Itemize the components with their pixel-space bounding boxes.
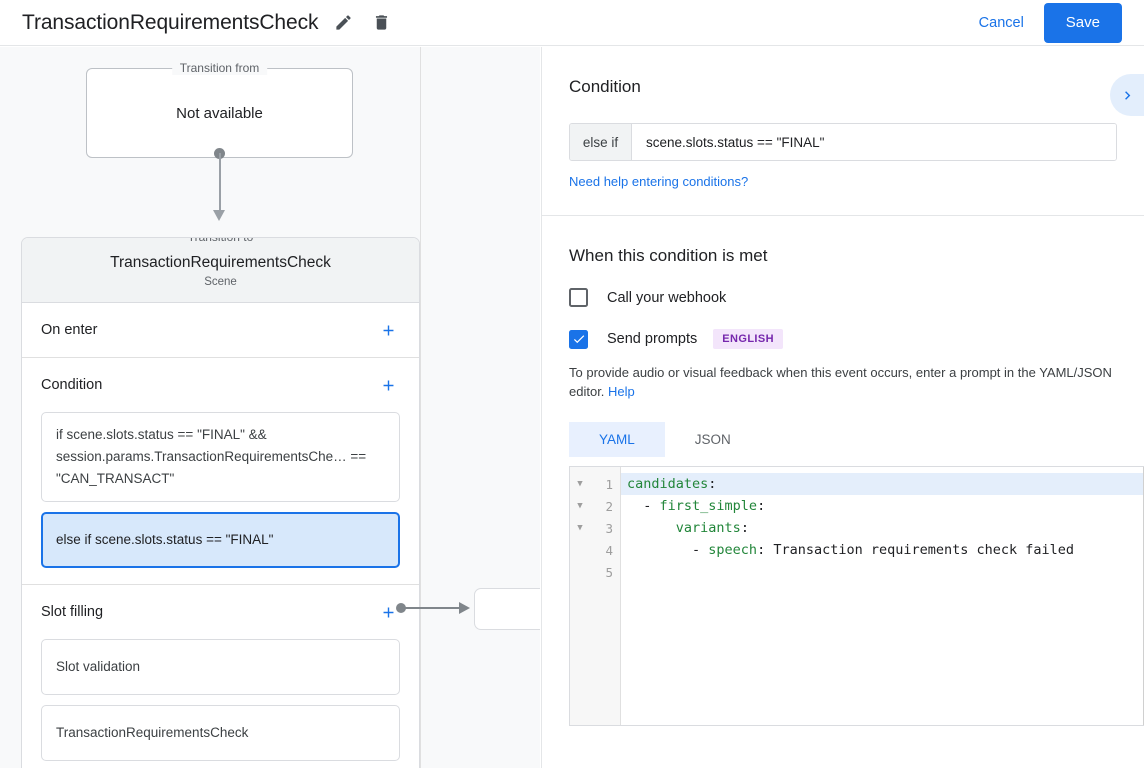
connector-arrow-icon [213, 210, 225, 221]
section-slot-filling-header: Slot filling [41, 585, 400, 639]
transition-from-value: Not available [176, 104, 263, 122]
scene-card[interactable]: Transition to TransactionRequirementsChe… [21, 237, 420, 768]
transition-from-card[interactable]: Transition from Not available [86, 61, 353, 158]
fold-arrow-icon[interactable]: ▼ [577, 501, 583, 511]
webhook-row[interactable]: Call your webhook [569, 288, 1117, 307]
section-on-enter: On enter [22, 303, 419, 358]
prompts-description: To provide audio or visual feedback when… [569, 363, 1117, 401]
language-badge: ENGLISH [713, 329, 783, 349]
transition-from-legend: Transition from [171, 61, 268, 75]
line-number: 3 [605, 520, 613, 536]
gutter-line: ▼2 [570, 495, 620, 517]
send-prompts-checkbox[interactable] [569, 329, 588, 349]
condition-section: Condition else if scene.slots.status == … [542, 47, 1144, 191]
condition-input-row[interactable]: else if scene.slots.status == "FINAL" [569, 123, 1117, 161]
top-toolbar: TransactionRequirementsCheck Cancel Save [0, 0, 1144, 46]
call-webhook-checkbox[interactable] [569, 288, 588, 307]
add-on-enter-button[interactable] [376, 318, 400, 342]
yaml-key: speech [708, 542, 758, 558]
cancel-button[interactable]: Cancel [969, 7, 1034, 39]
plus-icon [383, 380, 393, 390]
connector-line [219, 153, 221, 215]
line-number: 5 [605, 564, 613, 580]
section-slot-filling: Slot filling Slot validation Transaction… [22, 585, 419, 761]
slot-filling-item[interactable]: TransactionRequirementsCheck [41, 705, 400, 761]
flow-canvas[interactable]: Transition from Not available Transition… [0, 47, 540, 768]
condition-item-selected[interactable]: else if scene.slots.status == "FINAL" [41, 512, 400, 568]
section-condition: Condition if scene.slots.status == "FINA… [22, 358, 419, 585]
scene-name: TransactionRequirementsCheck [110, 254, 331, 271]
add-slot-filling-button[interactable] [376, 600, 400, 624]
scene-card-header: Transition to TransactionRequirementsChe… [22, 238, 419, 303]
section-on-enter-title: On enter [41, 322, 98, 338]
chevron-right-icon[interactable] [1110, 74, 1144, 116]
plus-icon [383, 325, 393, 335]
add-condition-button[interactable] [376, 373, 400, 397]
condition-help-link[interactable]: Need help entering conditions? [569, 174, 749, 189]
gutter-line: 4 [570, 539, 620, 561]
canvas-column-divider [420, 47, 421, 768]
edge-source-dot [396, 603, 406, 613]
panel-divider [542, 215, 1144, 216]
yaml-key: candidates [627, 476, 709, 492]
transition-to-legend: Transition to [179, 238, 262, 244]
pencil-icon[interactable] [330, 10, 356, 36]
check-icon [573, 335, 584, 344]
editor-code-area[interactable]: candidates: - first_simple: variants: - … [621, 467, 1144, 725]
tab-yaml[interactable]: YAML [569, 422, 665, 457]
next-node-card[interactable] [474, 588, 540, 630]
gutter-line: ▼1 [570, 473, 620, 495]
yaml-key: variants [675, 520, 741, 536]
edge-line [404, 607, 461, 609]
edge-arrow-icon [459, 602, 470, 614]
tab-json[interactable]: JSON [665, 422, 761, 457]
section-on-enter-header: On enter [41, 303, 400, 357]
details-panel: Condition else if scene.slots.status == … [541, 47, 1144, 768]
fold-arrow-icon[interactable]: ▼ [577, 479, 583, 489]
gutter-line: ▼3 [570, 517, 620, 539]
fold-arrow-icon[interactable]: ▼ [577, 523, 583, 533]
gutter-line: 5 [570, 561, 620, 583]
slot-filling-item[interactable]: Slot validation [41, 639, 400, 695]
trash-icon[interactable] [368, 10, 394, 36]
condition-heading: Condition [569, 77, 641, 96]
prompts-help-link[interactable]: Help [608, 384, 635, 399]
call-webhook-label: Call your webhook [607, 289, 727, 306]
condition-expression-input[interactable]: scene.slots.status == "FINAL" [632, 124, 1116, 160]
section-slot-filling-title: Slot filling [41, 604, 104, 620]
plus-icon [383, 607, 393, 617]
code-line[interactable]: candidates: [621, 473, 1144, 495]
yaml-key: first_simple [659, 498, 758, 514]
send-prompts-label: Send prompts [607, 331, 698, 347]
line-number: 4 [605, 542, 613, 558]
when-met-section: When this condition is met Call your web… [542, 216, 1144, 457]
send-prompts-row[interactable]: Send prompts ENGLISH [569, 329, 1117, 349]
editor-format-tabs: YAML JSON [569, 422, 1117, 457]
line-number: 2 [605, 498, 613, 514]
page-title: TransactionRequirementsCheck [22, 10, 319, 34]
code-line[interactable]: - speech: Transaction requirements check… [627, 542, 1075, 558]
code-line[interactable] [621, 561, 1144, 583]
prompts-description-text: To provide audio or visual feedback when… [569, 365, 1112, 399]
line-number: 1 [605, 476, 613, 492]
code-line[interactable]: - first_simple: [627, 498, 766, 514]
section-condition-title: Condition [41, 377, 103, 393]
code-line[interactable]: variants: [675, 520, 749, 536]
condition-item[interactable]: if scene.slots.status == "FINAL" && sess… [41, 412, 400, 502]
when-met-heading: When this condition is met [569, 246, 768, 265]
condition-prefix-label: else if [570, 124, 632, 160]
scene-type: Scene [204, 276, 237, 288]
save-button[interactable]: Save [1043, 2, 1122, 43]
section-condition-header: Condition [41, 358, 400, 412]
